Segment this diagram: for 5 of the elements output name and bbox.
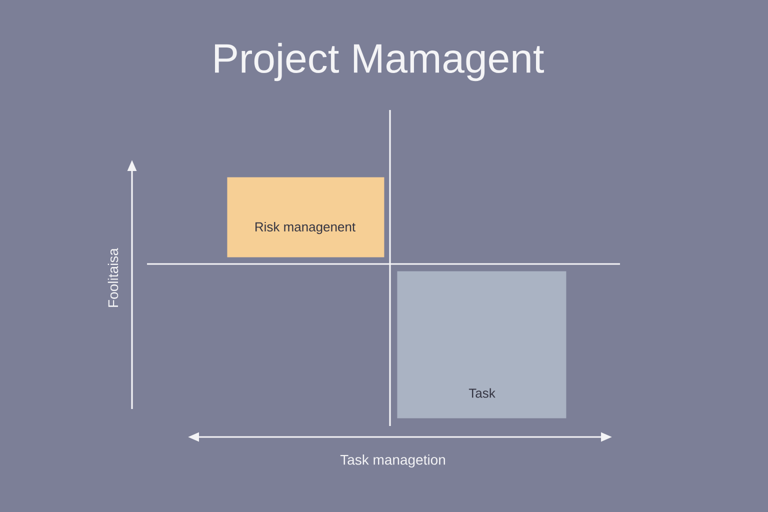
title: Project Mamagent: [215, 42, 544, 82]
axis-label: Foolitaisa: [108, 248, 118, 307]
axis-label: Task managetion: [340, 454, 445, 468]
task-box: Task: [397, 271, 566, 418]
risk-box: Risk managenent: [227, 177, 384, 258]
